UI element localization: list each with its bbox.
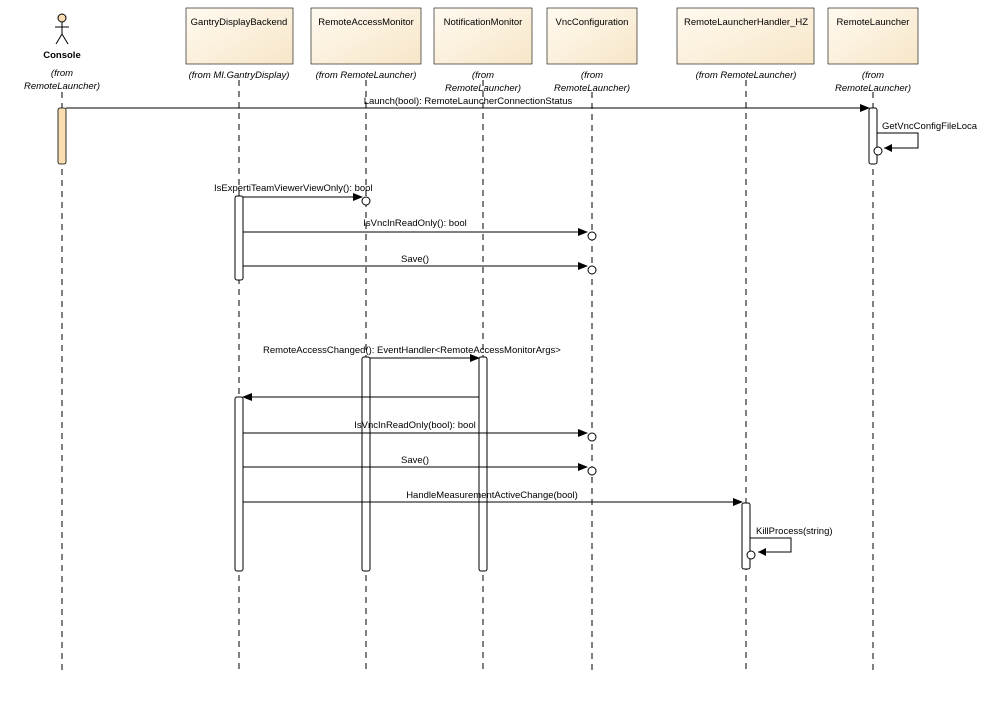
participant-from-line2: RemoteLauncher): [835, 83, 911, 94]
notification-monitor-activation: [478, 356, 488, 572]
message-label: Save(): [401, 254, 429, 265]
participant-notification-monitor: NotificationMonitor (from RemoteLauncher…: [433, 7, 533, 94]
message-label: Launch(bool): RemoteLauncherConnectionSt…: [364, 96, 573, 107]
participant-box: [185, 7, 294, 65]
message-return-circle: [587, 231, 597, 241]
actor-stick-figure-icon: [55, 13, 69, 45]
participant-from-line1: (from: [862, 70, 884, 81]
participant-box: [310, 7, 422, 65]
message-label: IsVncInReadOnly(bool): bool: [354, 420, 475, 431]
message-return-circle: [746, 550, 756, 560]
actor-name: Console: [43, 50, 80, 61]
message-save-1: Save(): [243, 254, 597, 275]
message-label: Save(): [401, 455, 429, 466]
message-label: IsExpertiTeamViewerViewOnly(): bool: [214, 183, 373, 194]
participant-box: [546, 7, 638, 65]
participant-vnc-configuration: VncConfiguration (from RemoteLauncher): [546, 7, 638, 94]
message-return-circle: [587, 466, 597, 476]
message-arrowhead: [758, 548, 766, 556]
message-label: IsVncInReadOnly(): bool: [363, 218, 467, 229]
participant-remote-access-monitor: RemoteAccessMonitor (from RemoteLauncher…: [310, 7, 422, 81]
participant-gantry-display-backend: GantryDisplayBackend (from MI.GantryDisp…: [185, 7, 294, 81]
remote-launcher-handler-activation: [741, 502, 751, 570]
message-label: GetVncConfigFileLoca: [882, 121, 978, 132]
participant-from-line2: RemoteLauncher): [554, 83, 630, 94]
message-launch: Launch(bool): RemoteLauncherConnectionSt…: [66, 96, 870, 112]
message-return-circle: [361, 196, 371, 206]
message-handle-measurement-active-change: HandleMeasurementActiveChange(bool): [243, 490, 743, 506]
participant-name: GantryDisplayBackend: [191, 17, 288, 28]
participant-name: VncConfiguration: [556, 17, 629, 28]
message-is-vnc-in-read-only-bool: IsVncInReadOnly(bool): bool: [243, 420, 597, 442]
participant-box: [433, 7, 533, 65]
message-arrowhead: [884, 144, 892, 152]
message-is-vnc-in-read-only: IsVncInReadOnly(): bool: [243, 218, 597, 241]
gantry-activation-2: [234, 396, 244, 572]
remote-launcher-activation: [868, 107, 878, 165]
gantry-activation-1: [234, 195, 244, 281]
participant-from-line2: RemoteLauncher): [445, 83, 521, 94]
actor-from-line2: RemoteLauncher): [24, 81, 100, 92]
message-is-experti-teamviewer: IsExpertiTeamViewerViewOnly(): bool: [214, 183, 373, 206]
participant-name: RemoteLauncherHandler_HZ: [684, 17, 808, 28]
message-kill-process: KillProcess(string): [746, 526, 833, 560]
message-remote-access-changed: RemoteAccessChanged(): EventHandler<Remo…: [263, 345, 561, 362]
message-get-vnc-config-file: GetVncConfigFileLoca: [873, 121, 978, 156]
message-label: RemoteAccessChanged(): EventHandler<Remo…: [263, 345, 561, 356]
participant-from-line1: (from: [472, 70, 494, 81]
message-label: HandleMeasurementActiveChange(bool): [406, 490, 578, 501]
participant-from-line1: (from: [581, 70, 603, 81]
participant-remote-launcher-handler: RemoteLauncherHandler_HZ (from RemoteLau…: [676, 7, 815, 81]
message-save-2: Save(): [243, 455, 597, 476]
actor-from-line1: (from: [51, 68, 73, 79]
message-return-circle: [873, 146, 883, 156]
message-return-circle: [587, 432, 597, 442]
participant-from: (from MI.GantryDisplay): [189, 70, 290, 81]
message-self-arrow: [750, 537, 792, 553]
console-activation: [57, 107, 67, 165]
message-label: KillProcess(string): [756, 526, 833, 537]
participant-name: NotificationMonitor: [444, 17, 523, 28]
participant-from: (from RemoteLauncher): [316, 70, 417, 81]
participant-box: [676, 7, 815, 65]
participant-name: RemoteLauncher: [837, 17, 910, 28]
participant-name: RemoteAccessMonitor: [318, 17, 414, 28]
message-return-circle: [587, 265, 597, 275]
remote-access-monitor-activation: [361, 356, 371, 572]
participant-box: [827, 7, 919, 65]
participant-remote-launcher: RemoteLauncher (from RemoteLauncher): [827, 7, 919, 94]
message-self-arrow: [877, 132, 919, 149]
console-actor: Console (from RemoteLauncher): [24, 13, 100, 92]
participant-from: (from RemoteLauncher): [696, 70, 797, 81]
